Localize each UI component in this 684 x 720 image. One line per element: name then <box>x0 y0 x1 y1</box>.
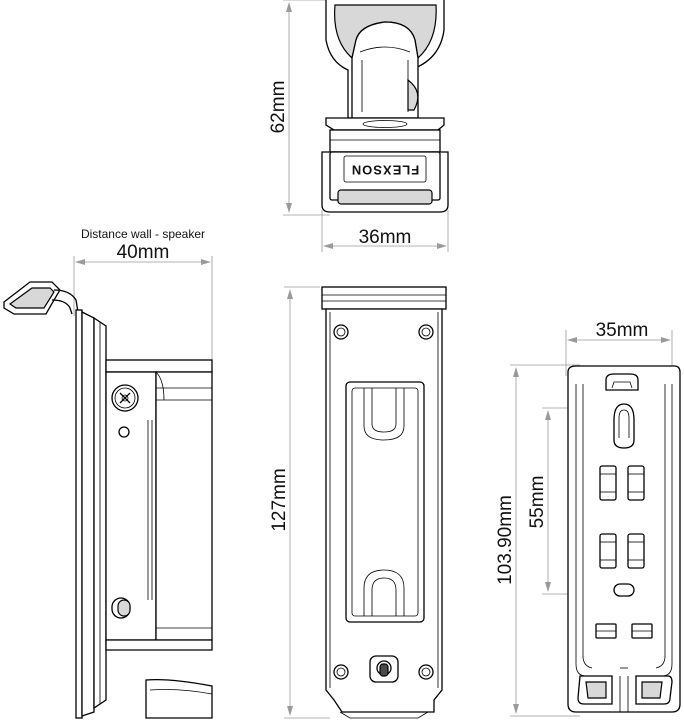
brand-logo: FLEXSON <box>351 163 419 178</box>
dimension-36mm: 36mm <box>321 210 449 252</box>
dimension-127mm: 127mm <box>269 286 330 719</box>
top-view: 62mm FLEXSON 36mm <box>268 0 449 252</box>
dimension-35mm: 35mm <box>565 320 673 376</box>
distance-caption: Distance wall - speaker <box>81 227 205 241</box>
dim-55-label: 55mm <box>527 476 548 529</box>
dim-127-label: 127mm <box>269 468 290 531</box>
dimension-62mm: 62mm <box>268 0 330 216</box>
rear-view: 35mm 103.90mm 55mm <box>495 320 681 717</box>
dim-36-label: 36mm <box>359 227 412 248</box>
front-view: 127mm <box>269 286 447 719</box>
side-view: Distance wall - speaker 40mm <box>3 227 213 719</box>
dim-103-label: 103.90mm <box>495 495 516 585</box>
dim-40-label: 40mm <box>117 242 170 263</box>
dimension-103-90mm: 103.90mm <box>495 364 580 717</box>
screw-icon <box>111 384 139 412</box>
dimension-40mm: 40mm <box>73 242 213 360</box>
dim-35-label: 35mm <box>596 320 649 341</box>
dim-62-label: 62mm <box>268 81 289 134</box>
keyhole-icon <box>613 403 635 449</box>
